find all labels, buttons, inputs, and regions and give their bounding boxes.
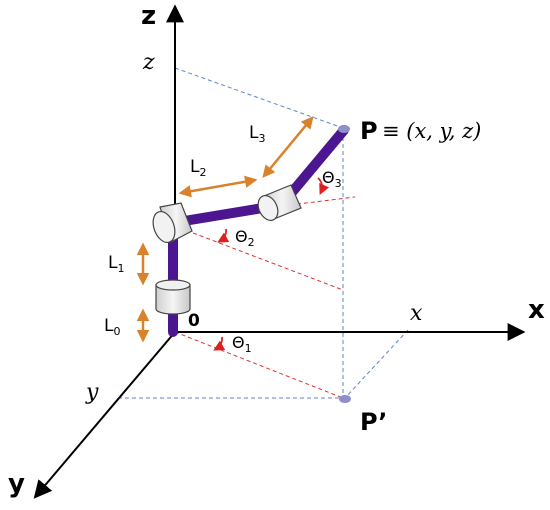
length-arrow-l2 [178, 175, 258, 198]
projection-lines-red [174, 196, 356, 399]
angle-label-theta2: Θ2 [235, 227, 255, 249]
length-label-l2: L2 [190, 157, 206, 179]
origin-label: 0 [188, 311, 200, 331]
y-tick-label: y [85, 380, 99, 405]
angle-arc-theta1 [213, 336, 226, 351]
joint-shoulder [152, 202, 193, 244]
angle-arc-theta3 [317, 177, 330, 195]
point-p-coords: ≡ (x, y, z) [382, 119, 481, 143]
x-axis-label: x [528, 295, 545, 325]
z-axis-label: z [141, 1, 156, 31]
length-label-l0: L0 [104, 316, 120, 338]
angle-label-theta3: Θ3 [322, 168, 342, 190]
y-axis-line [33, 331, 176, 499]
length-arrow-l3 [262, 116, 314, 178]
axes [33, 4, 526, 499]
joint-elbow [257, 184, 302, 221]
angle-arcs [213, 177, 330, 351]
angle-label-theta1: Θ1 [232, 333, 252, 355]
projection-lines-blue [118, 67, 409, 399]
y-axis-label: y [8, 469, 25, 499]
length-arrows [136, 116, 314, 343]
point-p-label: P [360, 117, 378, 145]
angle-arc-theta2 [217, 228, 230, 243]
point-p-marker [338, 125, 350, 133]
z-tick-label: z [142, 50, 155, 75]
point-p-prime-marker [339, 395, 351, 403]
length-label-l3: L3 [249, 123, 265, 145]
point-p-prime-label: P’ [360, 408, 387, 436]
length-label-l1: L1 [108, 253, 124, 275]
x-tick-label: x [410, 301, 423, 326]
joint-base [155, 279, 191, 315]
